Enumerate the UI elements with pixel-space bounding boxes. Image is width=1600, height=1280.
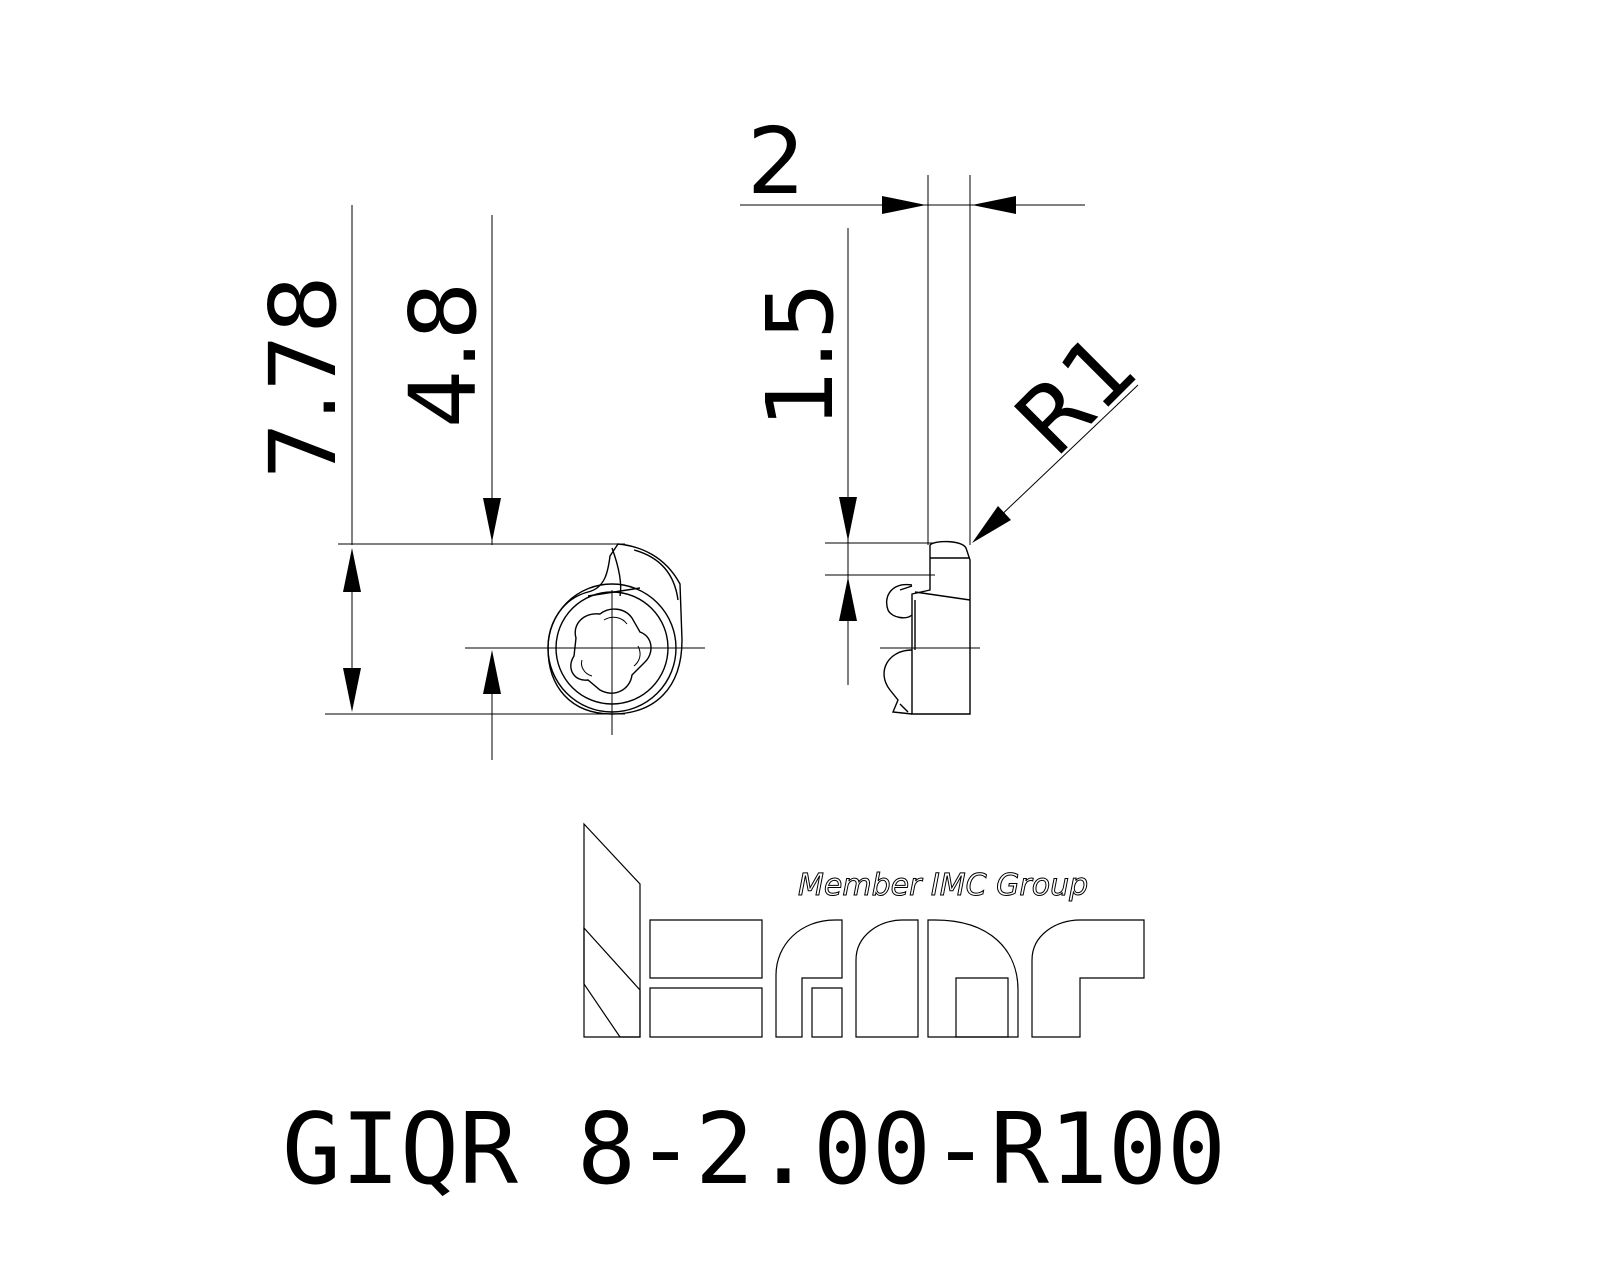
dim-corner-radius: R1	[995, 313, 1157, 475]
dim-width: 2	[747, 108, 806, 215]
product-designation: GIQR 8-2.00-R100	[282, 1093, 1226, 1207]
dim-step-height: 1.5	[747, 282, 854, 428]
front-view	[325, 205, 705, 760]
side-view	[740, 175, 1139, 715]
dim-overall-height: 7.78	[250, 275, 357, 480]
logo-tagline: Member IMC Group	[798, 868, 1088, 903]
dim-center-height: 4.8	[390, 282, 497, 428]
iscar-logo: Member IMC Group	[583, 822, 1145, 1038]
